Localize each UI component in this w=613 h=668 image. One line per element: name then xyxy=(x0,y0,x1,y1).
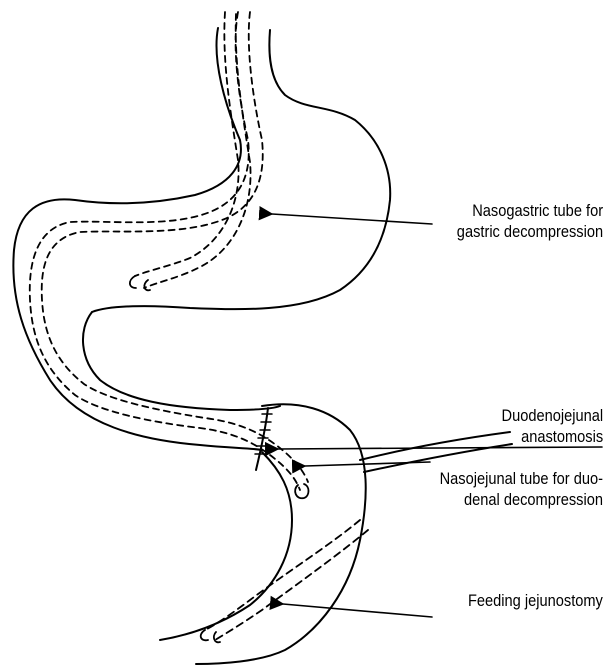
nasojejunal-tube-tip xyxy=(295,484,308,498)
label-nasojejunal-line1: Nasojejunal tube for duo- xyxy=(440,468,603,489)
jejunum-inner-wall xyxy=(160,452,292,640)
feeding-tube-upper-line xyxy=(360,432,510,460)
arrow-nasogastric xyxy=(272,214,432,224)
gastric-tube-tip xyxy=(130,276,150,290)
anastomosis-suture-line xyxy=(256,408,268,470)
label-nasogastric-line1: Nasogastric tube for xyxy=(457,200,603,221)
esophagus-right-wall xyxy=(92,30,390,312)
gastric-tube-segment xyxy=(135,12,239,276)
jejunostomy-tube-tip xyxy=(201,630,220,642)
gastric-tube-segment-2 xyxy=(144,14,251,288)
nasogastric-tube-left xyxy=(30,12,300,490)
arrow-nasojejunal xyxy=(305,462,430,466)
duodenum-inner-wall xyxy=(83,312,280,410)
label-nasojejunal-tube: Nasojejunal tube for duo- denal decompre… xyxy=(440,468,603,510)
arrow-anastomosis xyxy=(278,447,602,449)
stomach-outer-wall xyxy=(13,28,262,450)
label-duodenojejunal-anastomosis: Duodenojejunal anastomosis xyxy=(501,405,603,447)
jejunostomy-tube-upper xyxy=(205,520,360,630)
label-feeding-line1: Feeding jejunostomy xyxy=(468,590,603,611)
label-feeding-jejunostomy: Feeding jejunostomy xyxy=(468,590,603,611)
arrow-feeding xyxy=(283,604,432,617)
label-nasogastric-tube: Nasogastric tube for gastric decompressi… xyxy=(457,200,603,242)
label-anastomosis-line2: anastomosis xyxy=(501,426,603,447)
label-nasojejunal-line2: denal decompression xyxy=(440,489,603,510)
jejunum-outer-wall xyxy=(196,404,366,664)
label-anastomosis-line1: Duodenojejunal xyxy=(501,405,603,426)
label-nasogastric-line2: gastric decompression xyxy=(457,221,603,242)
